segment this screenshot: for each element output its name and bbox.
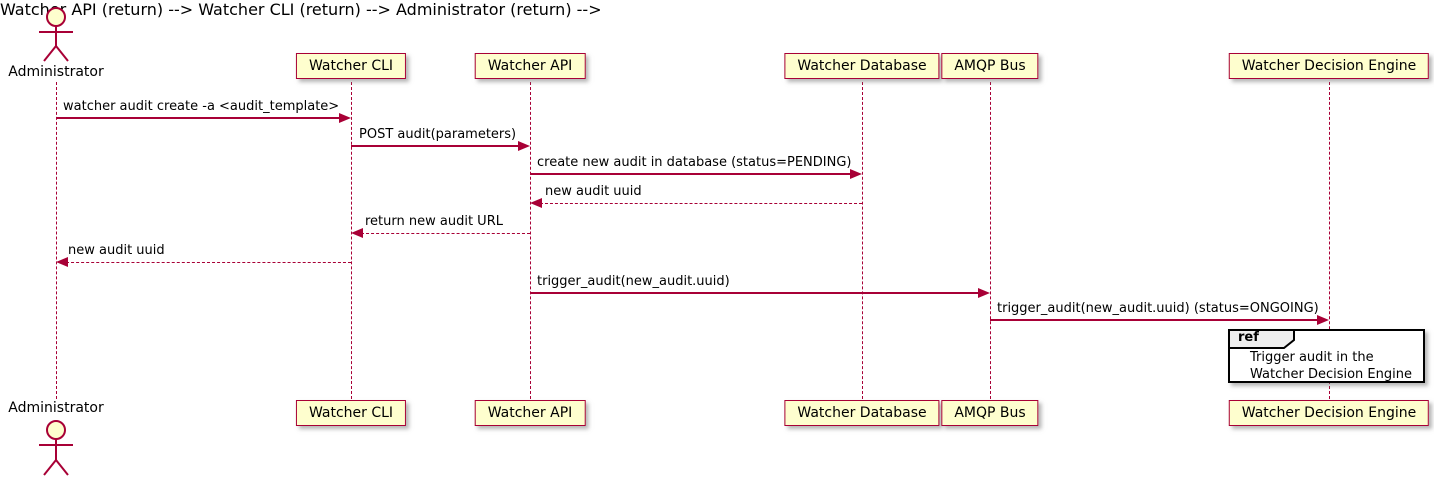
arrowhead-right-8 [1317, 315, 1329, 325]
arrowhead-right-1 [339, 113, 351, 123]
ref-fragment: ref Trigger audit in the Watcher Decisio… [1228, 329, 1425, 383]
lifeline-watcher-decision-engine [1329, 82, 1330, 399]
message-line-1 [56, 117, 341, 119]
participant-amqp-bus-top: AMQP Bus [941, 53, 1039, 79]
arrowhead-left-5 [351, 228, 363, 238]
participant-label: Watcher Decision Engine [1241, 58, 1417, 74]
message-line-6 [66, 262, 351, 263]
message-line-8 [990, 319, 1319, 321]
message-line-2 [351, 145, 520, 147]
lifeline-watcher-api [530, 82, 531, 399]
administrator-actor-icon-bottom [39, 420, 73, 476]
participant-label: AMQP Bus [954, 405, 1026, 421]
participant-watcher-api-bottom: Watcher API [474, 400, 586, 426]
lifeline-amqp-bus [990, 82, 991, 399]
participant-watcher-database-top: Watcher Database [784, 53, 940, 79]
message-line-5 [361, 233, 530, 234]
ref-tab: ref [1228, 329, 1298, 354]
arrowhead-right-7 [978, 288, 990, 298]
ref-tab-shape [1228, 329, 1295, 349]
message-label-5: return new audit URL [365, 214, 503, 229]
participant-amqp-bus-bottom: AMQP Bus [941, 400, 1039, 426]
ref-text-line: Trigger audit in the [1250, 350, 1374, 365]
participant-watcher-cli-top: Watcher CLI [295, 53, 407, 79]
arrowhead-right-3 [850, 169, 862, 179]
message-line-7 [530, 292, 980, 294]
lifeline-watcher-database [862, 82, 863, 399]
message-label-1: watcher audit create -a <audit_template> [63, 99, 340, 114]
participant-watcher-database-bottom: Watcher Database [784, 400, 940, 426]
message-label-8: trigger_audit(new_audit.uuid) (status=ON… [997, 301, 1319, 316]
message-label-7: trigger_audit(new_audit.uuid) [537, 274, 730, 289]
message-line-4 [540, 203, 862, 204]
ref-text-line: Watcher Decision Engine [1250, 367, 1412, 382]
participant-label: Watcher Database [797, 58, 927, 74]
message-label-4: new audit uuid [545, 184, 642, 199]
participant-watcher-api-top: Watcher API [474, 53, 586, 79]
arrowhead-right-2 [518, 141, 530, 151]
arrowhead-left-4 [530, 198, 542, 208]
participant-label: Watcher CLI [308, 58, 394, 74]
participant-label: Watcher Database [797, 405, 927, 421]
participant-label: Watcher Decision Engine [1241, 405, 1417, 421]
participant-label: AMQP Bus [954, 58, 1026, 74]
lifeline-watcher-cli [351, 82, 352, 399]
lifeline-administrator [56, 82, 57, 399]
participant-watcher-cli-bottom: Watcher CLI [295, 400, 407, 426]
ref-keyword: ref [1238, 330, 1259, 345]
actor-label-administrator-top: Administrator [8, 64, 104, 80]
actor-label-administrator-bottom: Administrator [8, 400, 104, 416]
participant-label: Watcher API [487, 58, 573, 74]
ref-body: Trigger audit in the Watcher Decision En… [1250, 349, 1412, 383]
participant-label: Watcher CLI [308, 405, 394, 421]
arrowhead-left-6 [56, 257, 68, 267]
message-label-2: POST audit(parameters) [359, 127, 517, 142]
message-label-6: new audit uuid [68, 243, 165, 258]
participant-watcher-decision-engine-top: Watcher Decision Engine [1228, 53, 1430, 79]
message-label-3: create new audit in database (status=PEN… [537, 155, 852, 170]
participant-watcher-decision-engine-bottom: Watcher Decision Engine [1228, 400, 1430, 426]
participant-label: Watcher API [487, 405, 573, 421]
administrator-actor-icon [39, 7, 73, 62]
message-line-3 [530, 173, 852, 175]
